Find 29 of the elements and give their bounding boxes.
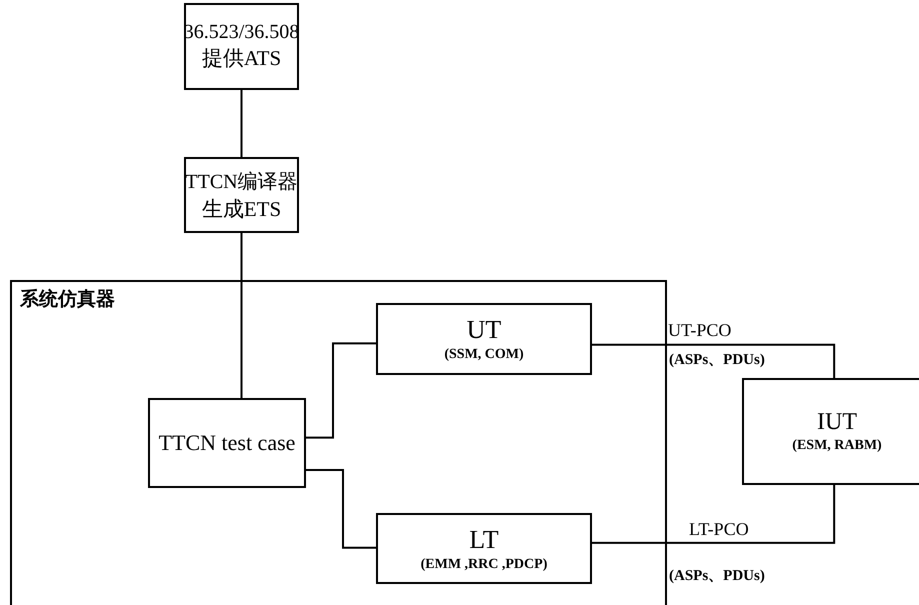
edge-label: UT-PCO <box>668 320 732 341</box>
connector-line <box>592 344 836 378</box>
connector-line <box>240 233 242 398</box>
connector-line <box>306 342 376 439</box>
box-title: UT <box>466 315 502 345</box>
simulator-frame <box>10 280 667 605</box>
process-box <box>184 3 299 90</box>
connector-line <box>592 485 836 544</box>
process-box <box>148 398 306 488</box>
box-title: TTCN test case <box>158 430 296 456</box>
process-box <box>376 303 592 375</box>
box-title: TTCN编译器 <box>185 170 298 194</box>
box-title: IUT <box>817 409 857 436</box>
box-subtitle: 生成ETS <box>202 196 282 222</box>
process-box <box>376 513 592 584</box>
box-subtitle: (EMM ,RRC ,PDCP) <box>420 556 548 572</box>
box-subtitle: (SSM, COM) <box>444 347 524 363</box>
connector-line <box>240 90 242 157</box>
box-title: LT <box>469 524 499 554</box>
process-box <box>184 157 299 233</box>
box-subtitle: (ESM, RABM) <box>792 438 882 454</box>
box-subtitle: 提供ATS <box>202 45 282 72</box>
interface-label: (ASPs、PDUs) <box>669 351 765 369</box>
frame-heading: 系统仿真器 <box>20 288 115 312</box>
box-title: 36.523/36.508 <box>184 21 300 44</box>
edge-label: LT-PCO <box>689 519 749 540</box>
connector-line <box>306 469 376 549</box>
process-box <box>742 378 919 485</box>
interface-label: (ASPs、PDUs) <box>669 567 765 585</box>
